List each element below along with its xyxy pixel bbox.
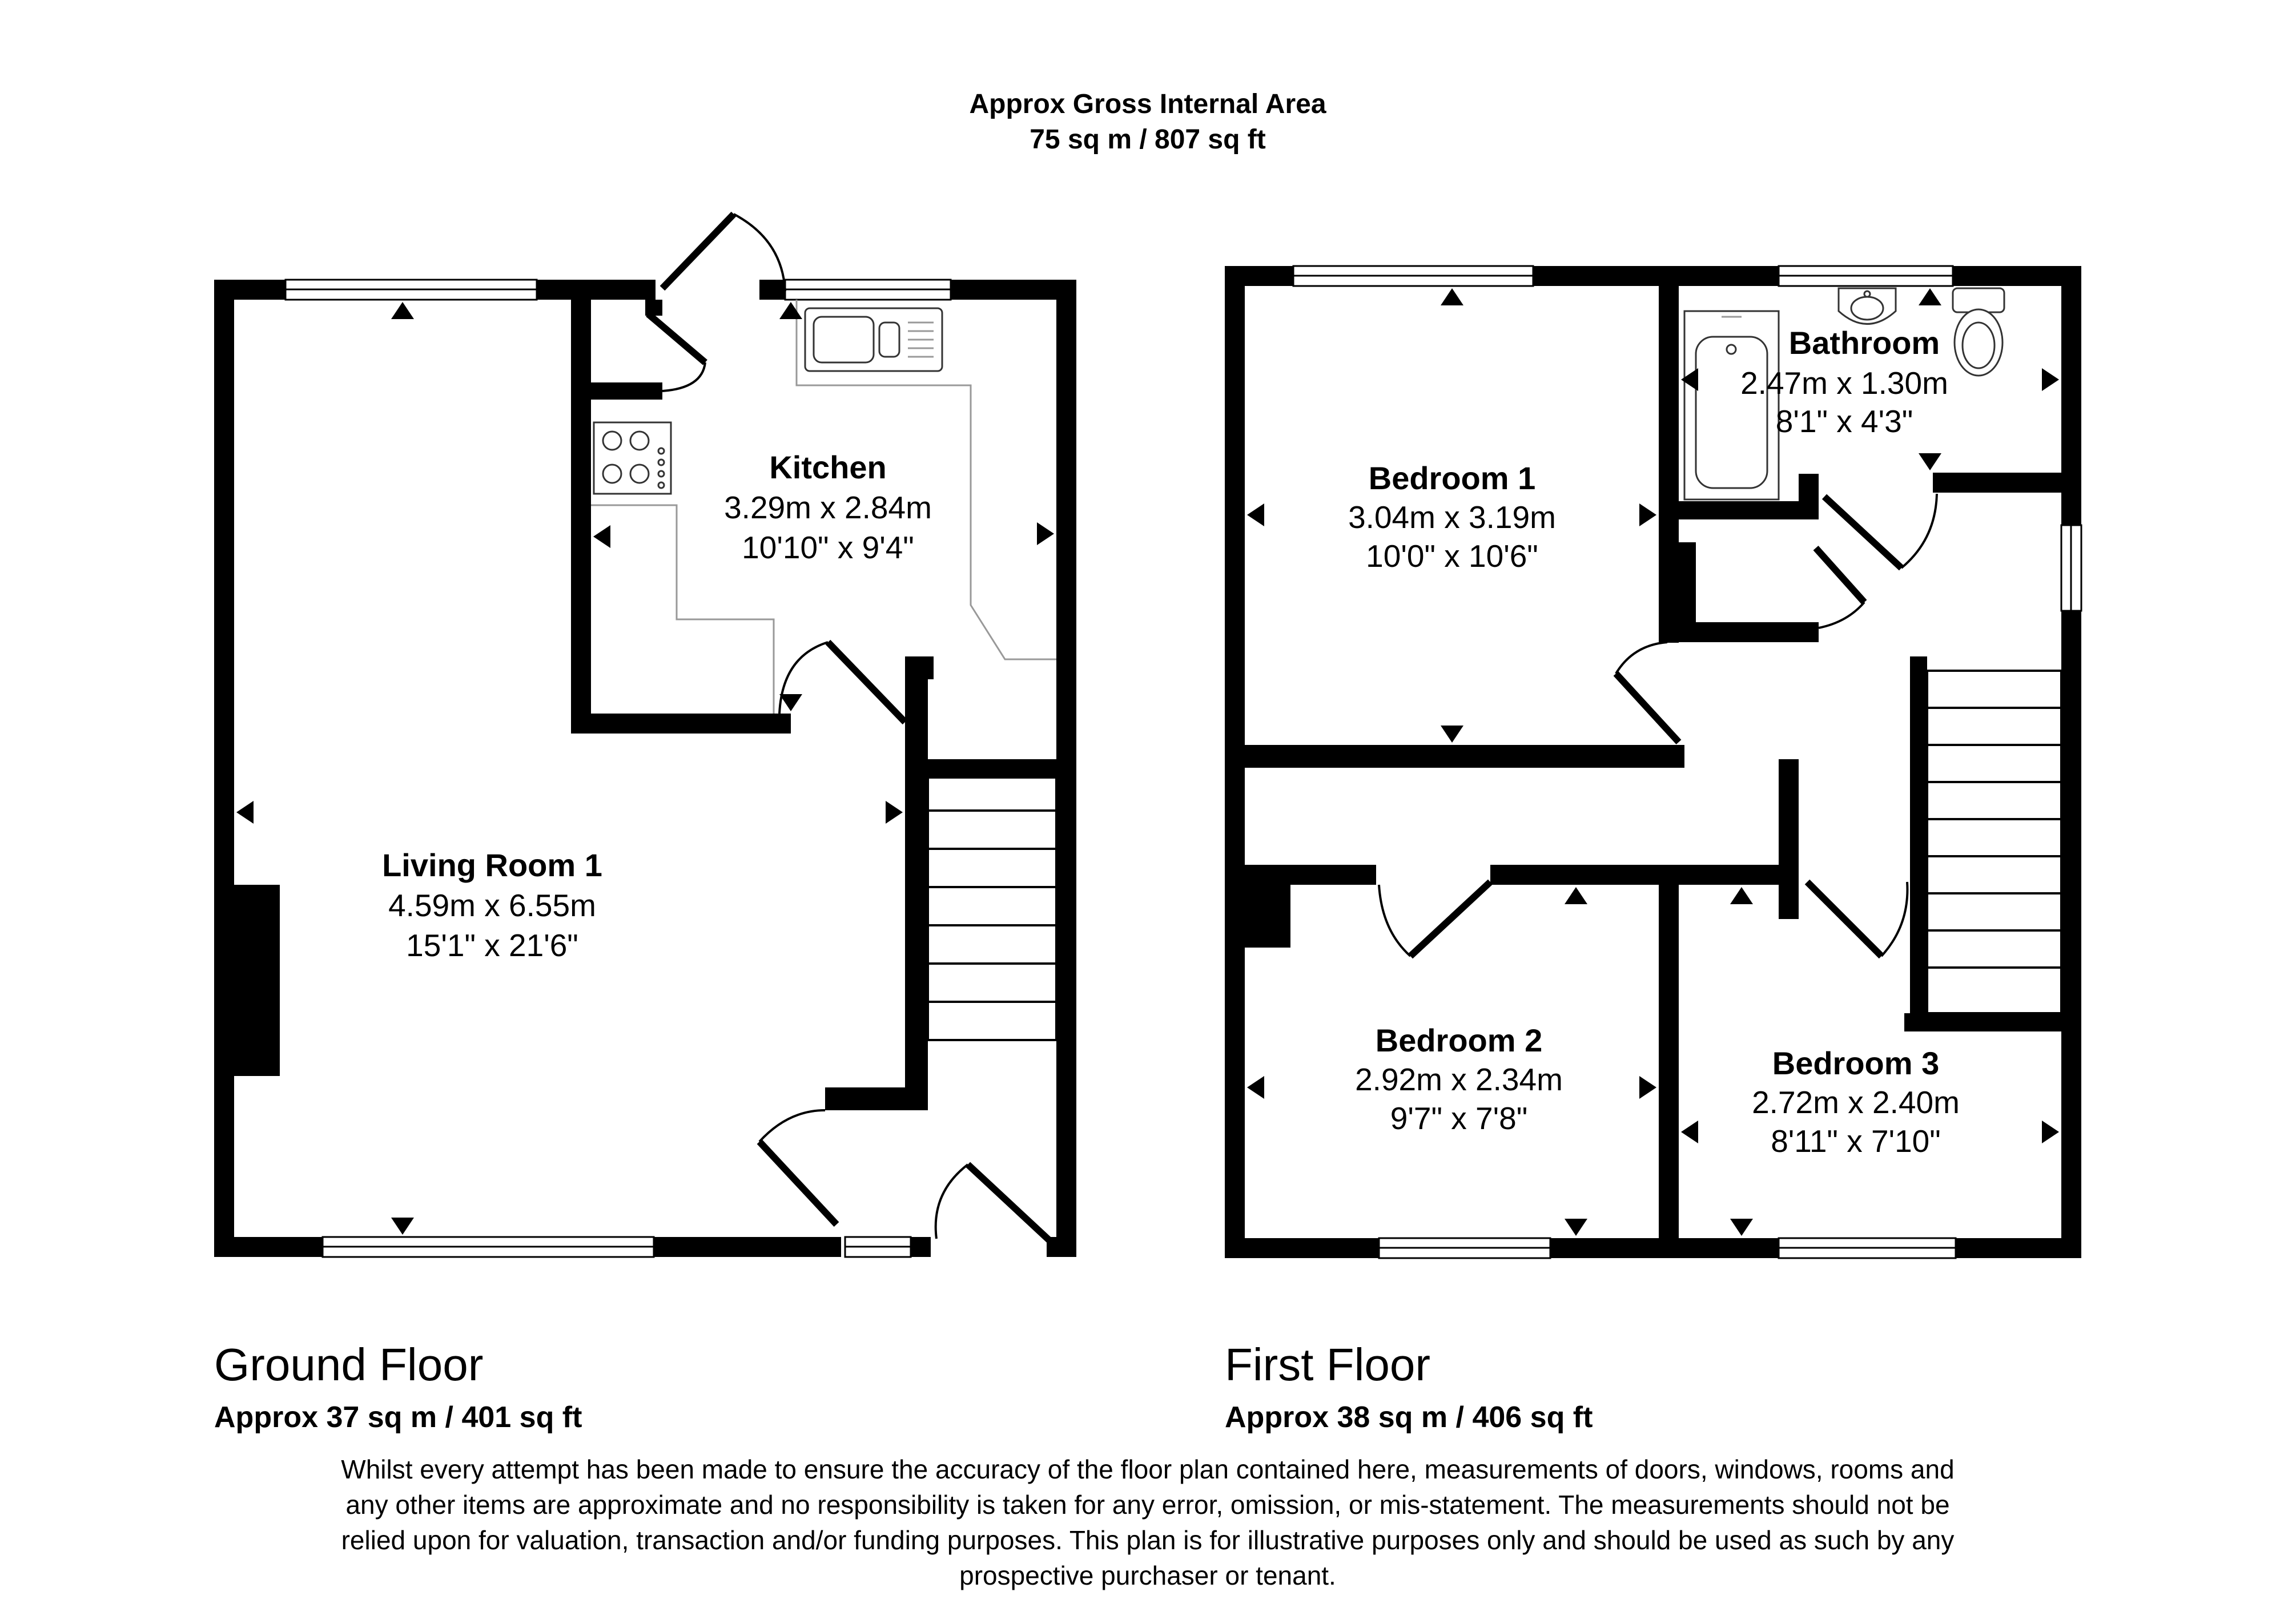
room-metric-bedroom-2: 2.92m x 2.34m — [1355, 1062, 1563, 1097]
room-imperial-bedroom-2: 9'7" x 7'8" — [1390, 1101, 1527, 1136]
first-floor-plan: Bathroom 2.47m x 1.30m 8'1" x 4'3" Bedro… — [1225, 265, 2082, 1259]
wall — [916, 656, 934, 679]
staircase — [1910, 656, 2062, 1022]
wall — [1056, 280, 1076, 1257]
ground-floor-plan: Kitchen 3.29m x 2.84m 10'10" x 9'4" Livi… — [214, 211, 1076, 1258]
door-bedroom-1 — [1613, 641, 1682, 745]
wall — [1225, 266, 1245, 1258]
room-metric-bathroom: 2.47m x 1.30m — [1740, 365, 1948, 401]
wall — [911, 1237, 931, 1257]
disclaimer-line: any other items are approximate and no r… — [345, 1490, 1949, 1520]
disclaimer-line: prospective purchaser or tenant. — [959, 1561, 1336, 1590]
wall — [1679, 501, 1816, 519]
header-line-2: 75 sq m / 807 sq ft — [1030, 124, 1266, 155]
wall — [1904, 1013, 2061, 1031]
staircase — [927, 776, 1057, 1041]
room-name-bathroom: Bathroom — [1789, 325, 1940, 361]
door-bathroom — [1821, 493, 1938, 571]
sink-icon — [804, 307, 943, 372]
room-imperial-bedroom-1: 10'0" x 10'6" — [1366, 538, 1538, 574]
room-metric-living-room: 4.59m x 6.55m — [388, 888, 596, 923]
wall — [1679, 622, 1819, 642]
chimney-breast — [234, 885, 280, 1076]
wall — [1245, 745, 1684, 768]
header-line-1: Approx Gross Internal Area — [969, 89, 1326, 119]
room-imperial-bedroom-3: 8'11" x 7'10" — [1771, 1123, 1941, 1159]
room-imperial-kitchen: 10'10" x 9'4" — [742, 530, 914, 565]
door-front — [934, 1162, 1053, 1244]
room-name-bedroom-1: Bedroom 1 — [1369, 460, 1536, 496]
room-metric-kitchen: 3.29m x 2.84m — [724, 490, 932, 525]
wall — [905, 656, 928, 1102]
door-kitchen-rear — [660, 211, 786, 292]
chimney-breast — [1245, 885, 1290, 948]
wall — [571, 300, 591, 734]
room-name-bedroom-2: Bedroom 2 — [1376, 1022, 1543, 1058]
wall — [1679, 865, 1799, 885]
measure-arrows — [1247, 288, 2059, 1236]
disclaimer: Whilst every attempt has been made to en… — [341, 1454, 1954, 1590]
room-name-kitchen: Kitchen — [769, 449, 886, 485]
door-bedroom-2 — [1378, 879, 1493, 959]
bath-icon — [1683, 310, 1780, 501]
wall — [1799, 474, 1819, 519]
door-kitchen-living — [778, 639, 908, 725]
disclaimer-line: Whilst every attempt has been made to en… — [341, 1454, 1954, 1484]
wall — [1659, 885, 1679, 1239]
wall — [571, 714, 791, 734]
measure-arrows — [236, 302, 1054, 1235]
room-metric-bedroom-1: 3.04m x 3.19m — [1348, 499, 1556, 535]
room-imperial-bathroom: 8'1" x 4'3" — [1776, 404, 1913, 439]
wall — [214, 280, 234, 1257]
wall — [1779, 759, 1799, 919]
door-landing-cupboard — [1813, 545, 1867, 629]
room-metric-bedroom-3: 2.72m x 2.40m — [1752, 1085, 1960, 1120]
wall — [1659, 286, 1679, 643]
floor-title-ground: Ground Floor — [214, 1339, 483, 1390]
toilet-icon — [1952, 287, 2005, 377]
floor-area-ground: Approx 37 sq m / 401 sq ft — [214, 1401, 582, 1434]
wall — [645, 300, 662, 316]
wall — [1933, 473, 2061, 493]
floor-area-first: Approx 38 sq m / 406 sq ft — [1225, 1401, 1593, 1434]
wall — [928, 759, 1056, 777]
wall — [2061, 266, 2081, 1258]
wall — [591, 382, 662, 400]
door-bedroom-3 — [1804, 879, 1909, 959]
wall — [1245, 865, 1376, 885]
door-living-hall — [757, 1109, 839, 1227]
floor-title-first: First Floor — [1225, 1339, 1430, 1390]
wall — [825, 1087, 928, 1110]
hob-icon — [593, 421, 672, 495]
room-imperial-living-room: 15'1" x 21'6" — [406, 928, 578, 963]
door-cupboard — [646, 311, 707, 392]
washbasin-icon — [1837, 287, 1897, 325]
room-name-bedroom-3: Bedroom 3 — [1772, 1045, 1940, 1081]
room-name-living-room: Living Room 1 — [382, 847, 602, 883]
disclaimer-line: relied upon for valuation, transaction a… — [341, 1525, 1955, 1555]
